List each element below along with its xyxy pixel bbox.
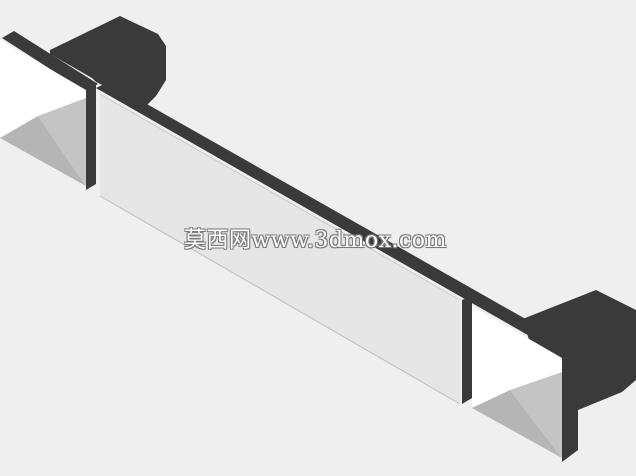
grip-panel-edge-bottom xyxy=(99,195,461,405)
right-end-side xyxy=(562,348,578,462)
left-end-shadow xyxy=(0,116,86,186)
right-end-shadow xyxy=(472,390,562,458)
grip-panel xyxy=(100,94,460,404)
left-end-shadow-2 xyxy=(38,98,86,186)
main-rail xyxy=(96,82,545,338)
right-post xyxy=(462,296,472,404)
left-mount-block xyxy=(50,16,166,106)
grip-panel-edge-top xyxy=(99,93,461,301)
left-post xyxy=(86,84,96,190)
top-rail xyxy=(2,31,98,92)
right-end-shadow-2 xyxy=(510,372,562,458)
